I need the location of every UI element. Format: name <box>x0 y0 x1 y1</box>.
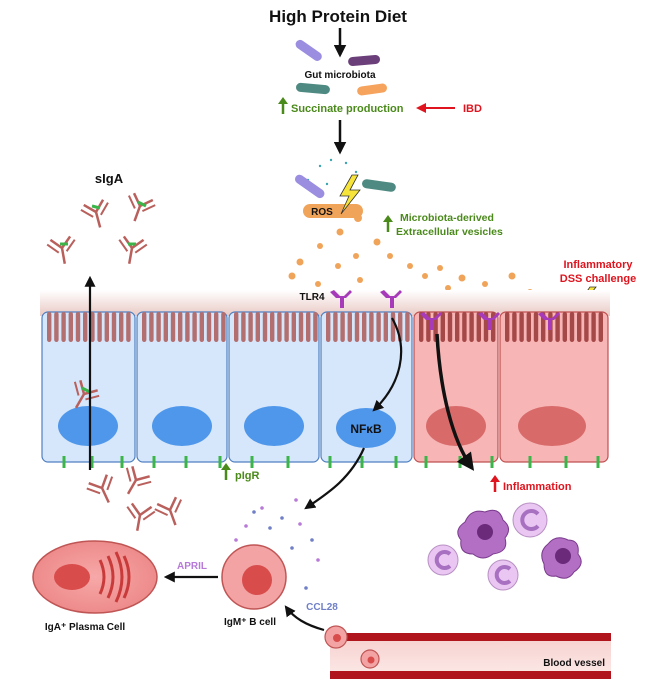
lightning-icon <box>339 174 361 215</box>
vessel-wall-bottom <box>330 671 611 679</box>
inflammation-label: Inflammation <box>503 481 572 493</box>
secretory-component-marks <box>60 200 147 394</box>
iga-plasma-cell-label: IgA⁺ Plasma Cell <box>45 622 126 633</box>
vessel-cell-nucleus <box>367 656 375 664</box>
chemokine-dots <box>234 498 320 590</box>
ibd-label: IBD <box>463 103 482 115</box>
inflammation-arrow <box>435 333 475 471</box>
nfkb-nucleus <box>336 408 396 448</box>
pigr-up-arrow-icon <box>221 463 231 480</box>
vesicles-label-2: Extracellular vesicles <box>396 226 503 238</box>
ccl28-arrow <box>284 605 325 632</box>
gut-microbiota-label: Gut microbiota <box>304 70 376 81</box>
vesicles-label-1: Microbiota-derived <box>400 212 494 224</box>
succinate-label: Succinate production <box>291 103 404 115</box>
nucleus <box>152 406 212 446</box>
diagram-title: High Protein Diet <box>269 7 407 26</box>
nucleus <box>244 406 304 446</box>
tlr4-receptor-icons <box>330 290 560 330</box>
dss-label-2: DSS challenge <box>560 273 636 285</box>
dss-label-1: Inflammatory <box>563 259 633 271</box>
nucleus-inflamed <box>426 406 486 446</box>
endoplasmic-reticulum <box>98 551 131 603</box>
nfkb-to-bcell-arrow <box>304 447 366 510</box>
pigr-label: pIgR <box>235 470 259 482</box>
nucleus <box>58 406 118 446</box>
ros-label: ROS <box>311 207 333 218</box>
microvilli <box>47 312 603 342</box>
bacteria-top-icons <box>295 39 387 96</box>
immune-cells <box>427 502 582 591</box>
bacteria-ros-icons <box>294 174 396 218</box>
siga-label: sIgA <box>95 171 124 186</box>
tlr4-to-nfkb-arrow <box>372 317 403 412</box>
plasma-cell-nucleus <box>54 564 90 590</box>
vessel-wall-top <box>330 633 611 641</box>
inflammation-up-arrow-icon <box>490 475 500 492</box>
vesicles-up-arrow-icon <box>383 215 393 232</box>
nucleus-inflamed <box>518 406 586 446</box>
b-cell-nucleus <box>242 565 272 595</box>
succinate-up-arrow-icon <box>278 97 288 114</box>
iga-plasma-cell <box>32 540 158 614</box>
igm-b-cell-label: IgM⁺ B cell <box>224 617 276 628</box>
tlr4-label: TLR4 <box>300 292 325 303</box>
blood-vessel-label: Blood vessel <box>543 658 605 669</box>
circulating-b-cell-nucleus <box>333 634 341 642</box>
ccl28-label: CCL28 <box>306 602 338 613</box>
nfkb-label: NFκB <box>350 422 382 436</box>
april-label: APRIL <box>177 561 207 572</box>
